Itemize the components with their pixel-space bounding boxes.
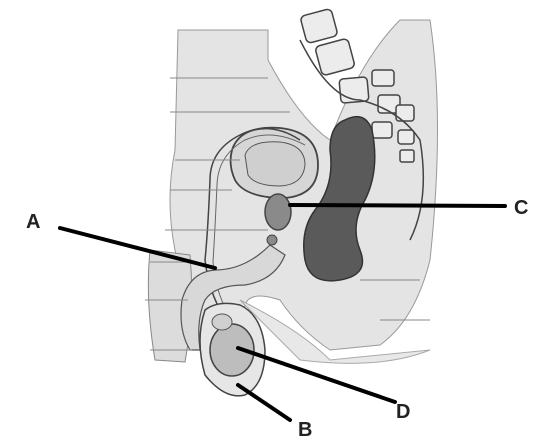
vertebra: [300, 8, 338, 43]
scrotum: [200, 303, 265, 396]
bladder: [231, 128, 318, 198]
label-d: D: [396, 401, 410, 423]
vertebra: [372, 122, 392, 138]
pointer-c: [290, 205, 505, 206]
pointer-b: [238, 385, 290, 420]
epididymis: [212, 314, 232, 330]
vertebra: [372, 70, 394, 86]
bladder-inner: [245, 142, 305, 186]
label-b: B: [298, 419, 312, 441]
label-c: C: [514, 197, 528, 219]
label-a: A: [26, 211, 40, 233]
vertebra: [396, 105, 414, 121]
vertebra: [398, 130, 414, 144]
bulbourethral-gland: [267, 235, 277, 245]
vertebra: [315, 38, 356, 76]
vertebra: [400, 150, 414, 162]
prostate-gland: [265, 194, 291, 230]
